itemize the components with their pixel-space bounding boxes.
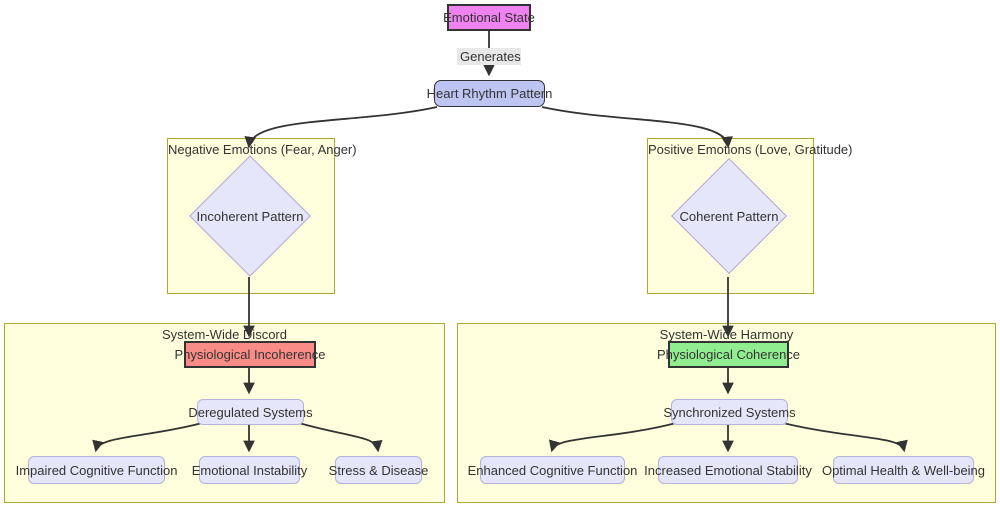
node-emotional-instability[interactable]: Emotional Instability [192,456,307,484]
node-synchronized-systems[interactable]: Synchronized Systems [663,399,796,425]
node-physiological-coherence[interactable]: Physiological Coherence [657,341,800,368]
node-emotional-state[interactable]: Emotional State [443,4,535,31]
decision-incoherent-pattern-label: Incoherent Pattern [196,209,304,224]
node-deregulated-systems[interactable]: Deregulated Systems [188,399,313,425]
edge-deregulated-to-stress [298,422,383,453]
node-stress-and-disease[interactable]: Stress & Disease [329,456,428,484]
cluster-negative-emotions-title: Negative Emotions (Fear, Anger) [168,142,357,157]
node-heart-rhythm-pattern[interactable]: Heart Rhythm Pattern [427,80,552,107]
cluster-system-wide-discord-title: System-Wide Discord [162,327,287,342]
node-impaired-cognitive-function[interactable]: Impaired Cognitive Function [16,456,177,484]
edge-heart-to-incoherent [244,106,438,149]
edge-deregulated-to-impaired [92,422,203,453]
node-increased-emotional-stability[interactable]: Increased Emotional Stability [644,456,812,484]
decision-coherent-pattern-label: Coherent Pattern [679,209,779,224]
edge-synchronized-to-optimal [782,422,908,453]
node-optimal-health-wellbeing[interactable]: Optimal Health & Well-being [822,456,985,484]
edge-heart-to-coherent [541,106,733,149]
edge-label-generates: Generates [457,48,521,65]
cluster-positive-emotions-title: Positive Emotions (Love, Gratitude) [648,142,853,157]
edge-synchronized-to-enhanced [548,422,677,453]
node-physiological-incoherence[interactable]: Physiological Incoherence [174,341,326,368]
node-enhanced-cognitive-function[interactable]: Enhanced Cognitive Function [468,456,637,484]
